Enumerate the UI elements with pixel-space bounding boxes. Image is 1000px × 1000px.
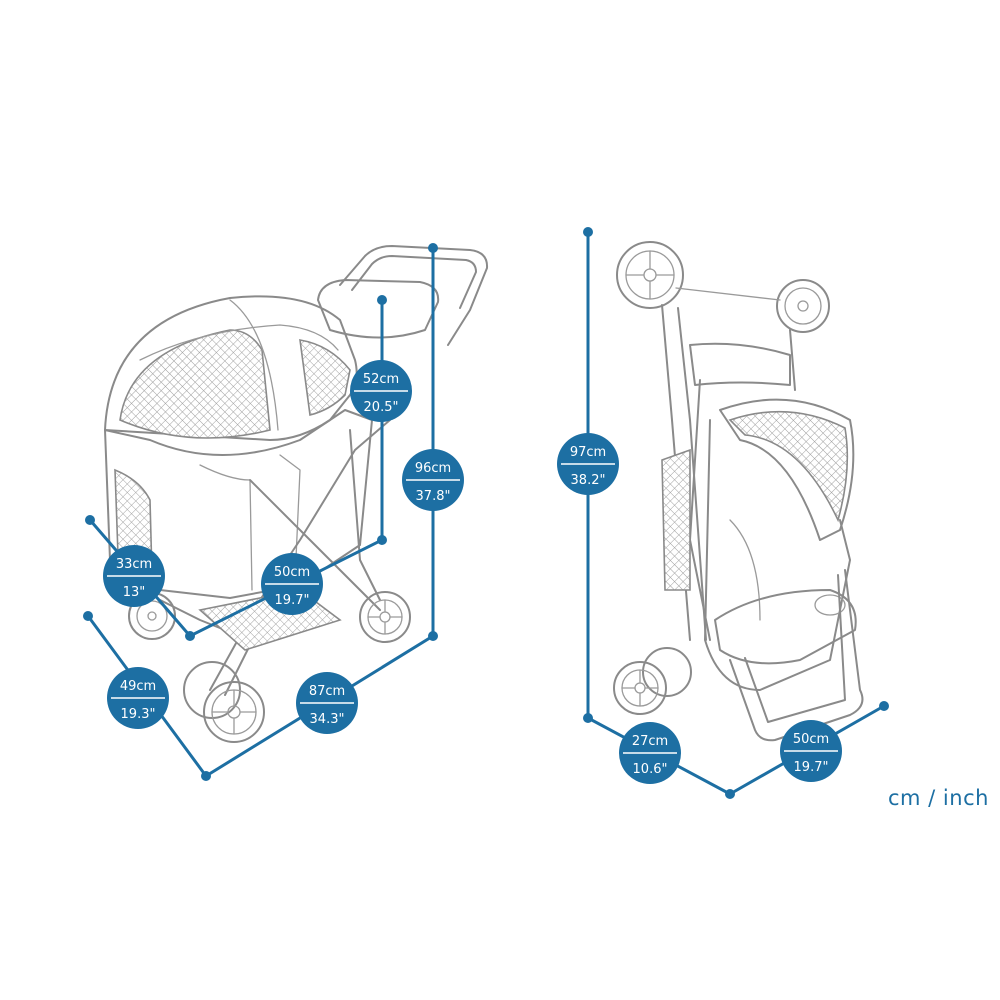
front-left-wheel bbox=[183, 661, 265, 743]
badge-inch-value: 34.3" bbox=[310, 712, 345, 727]
badge-inch-value: 19.3" bbox=[121, 707, 156, 722]
badge-inch-value: 13" bbox=[123, 585, 146, 600]
badge-cm-value: 96cm bbox=[415, 461, 451, 476]
badge-inch-value: 10.6" bbox=[633, 762, 668, 777]
folded-stroller-illustration bbox=[613, 241, 864, 742]
folded-bottom-wheel bbox=[613, 647, 692, 715]
folded-top-left-wheel bbox=[616, 241, 684, 309]
badge-folded-height: 97cm 38.2" bbox=[557, 433, 619, 495]
badge-inch-value: 37.8" bbox=[416, 489, 451, 504]
badge-folded-width: 50cm 19.7" bbox=[780, 720, 842, 782]
badge-folded-depth: 27cm 10.6" bbox=[619, 722, 681, 784]
badge-cm-value: 27cm bbox=[632, 734, 668, 749]
badge-inch-value: 19.7" bbox=[794, 760, 829, 775]
badge-length-open: 87cm 34.3" bbox=[296, 672, 358, 734]
badge-total-height-open: 96cm 37.8" bbox=[402, 449, 464, 511]
badge-cm-value: 87cm bbox=[309, 684, 345, 699]
badge-cm-value: 50cm bbox=[274, 565, 310, 580]
badge-cm-value: 33cm bbox=[116, 557, 152, 572]
badge-cm-value: 97cm bbox=[570, 445, 606, 460]
badge-width-base: 49cm 19.3" bbox=[107, 667, 169, 729]
badge-cm-value: 50cm bbox=[793, 732, 829, 747]
folded-top-right-wheel bbox=[776, 279, 830, 333]
badge-inch-value: 20.5" bbox=[364, 400, 399, 415]
units-legend: cm / inch bbox=[888, 786, 989, 810]
badge-cm-value: 52cm bbox=[363, 372, 399, 387]
badge-width-open: 50cm 19.7" bbox=[261, 553, 323, 615]
rear-right-wheel bbox=[359, 591, 411, 643]
badge-side-height: 33cm 13" bbox=[103, 545, 165, 607]
badge-handle-height: 52cm 20.5" bbox=[350, 360, 412, 422]
badge-inch-value: 19.7" bbox=[275, 593, 310, 608]
badge-inch-value: 38.2" bbox=[571, 473, 606, 488]
badge-cm-value: 49cm bbox=[120, 679, 156, 694]
